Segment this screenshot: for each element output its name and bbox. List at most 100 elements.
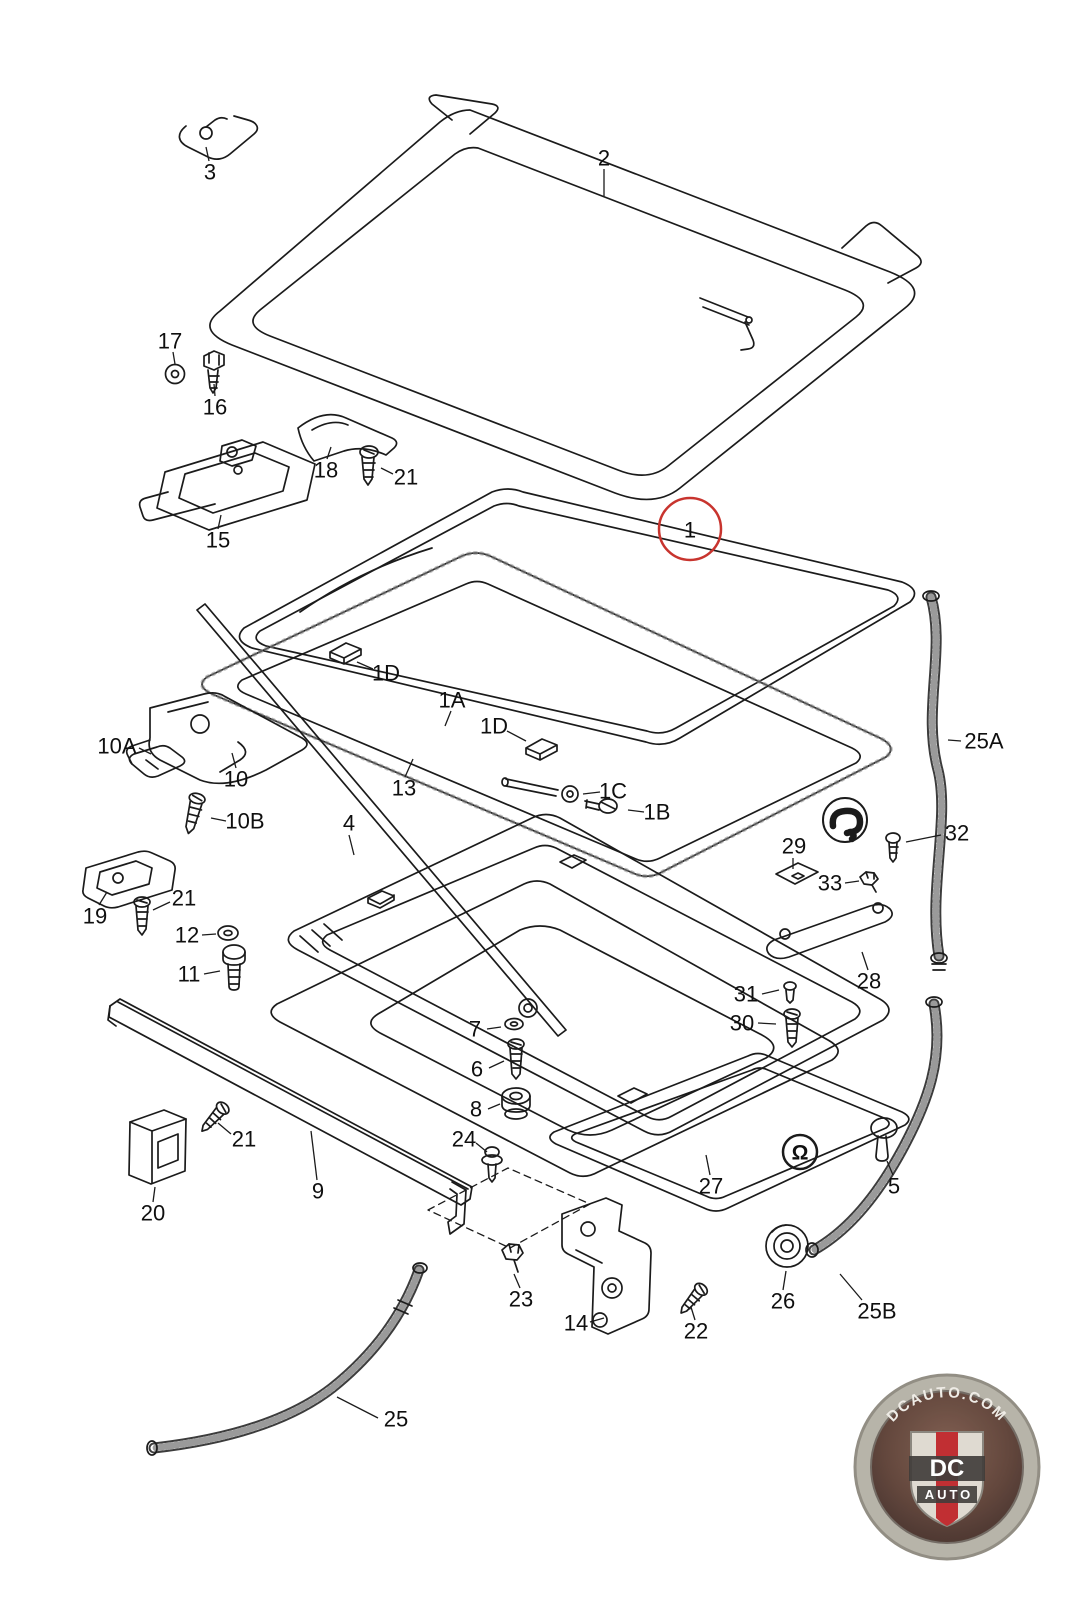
part-label-20: 20 [141, 1201, 165, 1226]
callout-circle-Ω [781, 1133, 819, 1171]
part-5-pin [870, 1117, 898, 1162]
part-1d-clips [329, 642, 558, 761]
leader-line-32 [905, 834, 942, 843]
leader-line-25B [839, 1273, 863, 1301]
part-label-16: 16 [203, 395, 227, 420]
part-label-27: 27 [699, 1174, 723, 1199]
part-label-1D: 1D [372, 661, 400, 686]
tube-25b [805, 996, 943, 1258]
part-label-23: 23 [509, 1287, 533, 1312]
leader-line-13 [404, 758, 414, 778]
part-label-24: 24 [452, 1127, 476, 1152]
part-label-32: 32 [945, 821, 969, 846]
part-24-bolt [481, 1146, 503, 1183]
part-label-11: 11 [178, 962, 201, 987]
part-22-screw [680, 1282, 709, 1314]
leader-line-1A [444, 710, 452, 727]
part-21-screw-b [133, 896, 151, 936]
part-8-grommet [501, 1087, 531, 1120]
part-label-21: 21 [232, 1127, 256, 1152]
part-9-rail [107, 998, 473, 1235]
leader-line-7 [486, 1026, 502, 1030]
headliner-panel [270, 880, 839, 1178]
part-10b-screw [185, 792, 206, 835]
leader-line-6 [488, 1060, 505, 1069]
part-label-1D: 1D [480, 714, 508, 739]
part-label-22: 22 [684, 1319, 708, 1344]
part-label-10: 10 [224, 767, 248, 792]
part-21-screw-c [201, 1101, 230, 1132]
part-label-3: 3 [204, 160, 216, 185]
watermark-auto-text: AUTO [925, 1487, 974, 1502]
part-label-12: 12 [175, 923, 199, 948]
part-label-25B: 25B [857, 1299, 896, 1324]
part-18-guide [297, 413, 398, 462]
leader-line-19 [98, 891, 108, 906]
leader-line-20 [152, 1186, 156, 1203]
part-label-1: 1 [684, 518, 696, 543]
leader-line-27 [705, 1154, 711, 1176]
part-16-screw [203, 350, 225, 394]
part-19-bracket [82, 850, 176, 909]
leader-line-1D [356, 661, 374, 670]
leader-line-21 [380, 467, 394, 475]
part-label-1C: 1C [599, 779, 627, 804]
part-6-screw [507, 1038, 525, 1080]
part-label-2: 2 [598, 146, 610, 171]
part-2-seal-frame [209, 94, 922, 501]
part-label-8: 8 [470, 1097, 482, 1122]
part-20-box [128, 1109, 187, 1185]
leader-line-31 [761, 989, 780, 995]
part-label-31: 31 [734, 982, 758, 1007]
leader-line-15 [217, 514, 222, 530]
part-17-washer [164, 363, 186, 385]
leader-line-9 [310, 1130, 318, 1181]
part-1b-screw [584, 798, 618, 814]
part-label-10B: 10B [225, 809, 264, 834]
leader-line-3 [205, 146, 210, 162]
part-label-6: 6 [471, 1057, 483, 1082]
part-29-pad [775, 862, 819, 885]
leader-line-8 [487, 1103, 501, 1110]
part-label-1B: 1B [644, 800, 671, 825]
part-label-18: 18 [314, 458, 338, 483]
part-label-1A: 1A [439, 688, 466, 713]
part-label-7: 7 [469, 1017, 481, 1042]
part-label-10A: 10A [97, 734, 136, 759]
leader-line-17 [172, 351, 176, 365]
leader-line-16 [213, 383, 216, 397]
leader-line-24 [475, 1142, 488, 1153]
tube-25 [146, 1262, 428, 1456]
leader-line-21 [152, 901, 171, 911]
part-label-5: 5 [888, 1174, 900, 1199]
leader-line-11 [203, 970, 221, 975]
leader-line-30 [757, 1022, 777, 1025]
leader-line-22 [690, 1306, 696, 1321]
part-10a-clip [128, 744, 186, 778]
hook-pictogram [822, 797, 868, 843]
part-14-bracket [561, 1197, 652, 1335]
part-4-frame [287, 813, 890, 1136]
part-label-28: 28 [857, 969, 881, 994]
part-11-screw [222, 944, 246, 991]
part-12-washer [217, 925, 239, 941]
part-label-30: 30 [730, 1011, 754, 1036]
leader-line-1B [627, 809, 645, 813]
leader-line-25 [336, 1396, 379, 1419]
leader-line-10B [210, 817, 227, 822]
part-1c-pin-washer [501, 777, 579, 803]
left-rail-strips [196, 603, 567, 1037]
part-label-25: 25 [384, 1407, 408, 1432]
leader-line-10 [231, 752, 237, 769]
leader-line-23 [513, 1273, 521, 1289]
part-label-19: 19 [83, 904, 107, 929]
part-30-screw [783, 1008, 801, 1048]
part-10-latch [125, 692, 308, 785]
tube-25a [922, 590, 948, 971]
part-32-screw [885, 832, 901, 863]
leader-line-5 [886, 1160, 894, 1176]
part-label-13: 13 [392, 776, 416, 801]
